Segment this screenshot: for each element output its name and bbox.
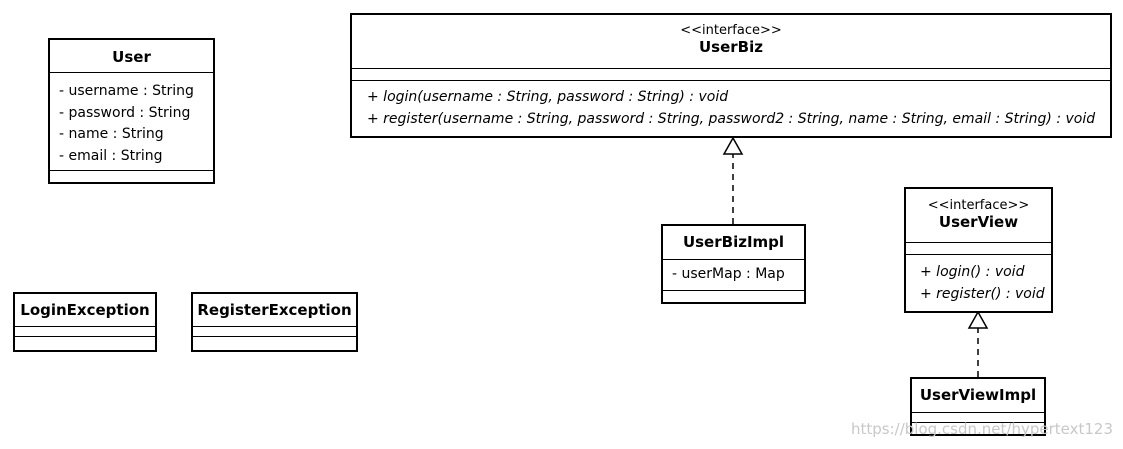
attributes-section [906,242,1051,254]
class-name: User [112,48,151,66]
class-registerexception[interactable]: RegisterException [191,292,358,352]
class-name: UserView [938,213,1019,231]
stereotype-label: <<interface>> [680,23,782,38]
operations-section: + login(username : String, password : St… [352,80,1110,136]
attributes-section: - username : String - password : String … [50,72,213,170]
interface-userview[interactable]: <<interface>> UserView + login() : void … [904,187,1053,313]
attributes-section [193,326,356,336]
class-name: UserBizImpl [682,233,785,251]
class-userbizimpl[interactable]: UserBizImpl - userMap : Map [661,224,806,304]
operations-section [912,422,1044,434]
operations-section [193,336,356,350]
class-name: UserViewImpl [919,386,1037,404]
operations-section [15,336,155,350]
operation: + register() : void [920,285,1045,302]
attributes-section [912,412,1044,422]
attribute: - userMap : Map [672,266,785,282]
attributes-section [15,326,155,336]
interface-userbiz[interactable]: <<interface>> UserBiz + login(username :… [350,13,1112,138]
operations-section [50,170,213,182]
attribute: - email : String [59,147,163,164]
class-name: UserBiz [699,38,763,56]
watermark: https://blog.csdn.net/hypertext123 [851,420,1113,438]
operations-section: + login() : void + register() : void [906,254,1051,311]
attributes-section [352,68,1110,80]
operation: + register(username : String, password :… [367,110,1096,127]
class-name: RegisterException [197,301,352,319]
operations-section [663,290,804,302]
class-name: LoginException [20,301,150,319]
class-user[interactable]: User - username : String - password : St… [48,38,215,184]
userbiz-realization-arrowhead [722,136,744,155]
userview-realization-arrowhead [967,310,989,329]
attributes-section: - userMap : Map [663,259,804,290]
attribute: - name : String [59,126,164,142]
operation: + login() : void [920,264,1025,280]
attribute: - username : String [59,83,194,99]
class-loginexception[interactable]: LoginException [13,292,157,352]
class-userviewimpl[interactable]: UserViewImpl [910,377,1046,436]
operation: + login(username : String, password : St… [367,89,729,105]
stereotype-label: <<interface>> [927,198,1030,213]
attribute: - password : String [59,104,191,121]
